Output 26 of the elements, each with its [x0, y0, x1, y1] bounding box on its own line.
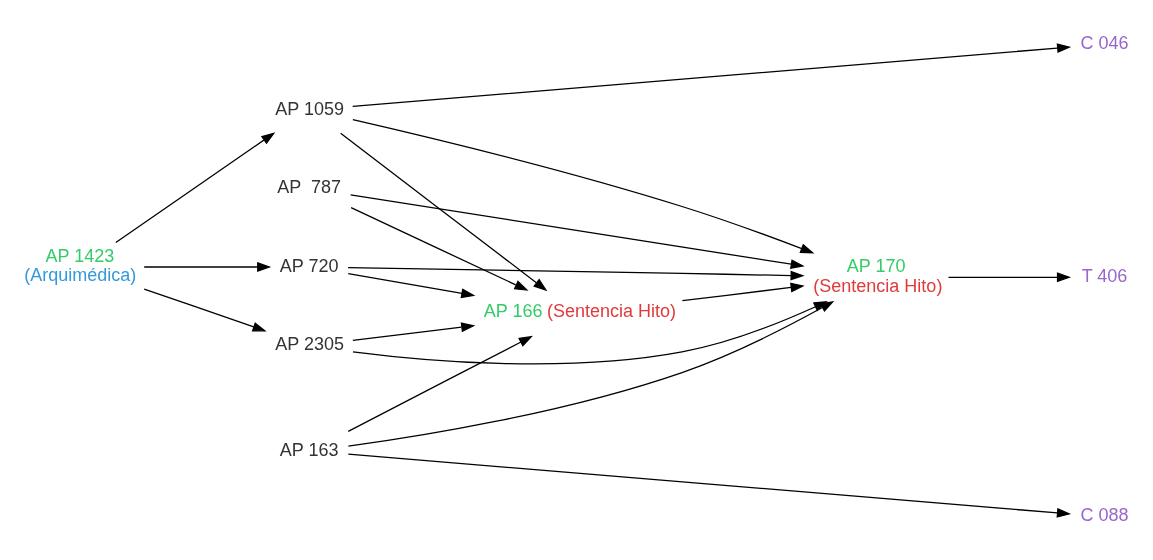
- arrow: [143, 287, 267, 331]
- arrow: [143, 261, 272, 272]
- arrow: [340, 132, 548, 291]
- node-text: AP 163: [279, 439, 339, 460]
- node-text: C 046: [1080, 32, 1129, 53]
- node-text: T 406: [1081, 265, 1128, 286]
- arrow: [347, 272, 476, 298]
- arrow: [352, 321, 476, 341]
- arrow: [347, 335, 533, 432]
- node-text: AP 1423 (Arquimédica): [24, 245, 137, 285]
- arrow: [350, 193, 805, 269]
- arrow: [352, 118, 815, 253]
- node-text: AP 2305: [275, 333, 345, 354]
- node-text: AP 1059: [275, 98, 345, 119]
- arrow: [352, 42, 1072, 107]
- arrow: [350, 206, 529, 291]
- arrow: [347, 453, 1072, 518]
- arrow: [947, 271, 1072, 282]
- node-text: AP 787: [277, 176, 341, 197]
- node-text: AP 720: [279, 255, 339, 276]
- node-text: AP 170 (Sentencia Hito): [813, 255, 943, 296]
- arrow: [681, 282, 805, 301]
- node-text: AP 166 (Sentencia Hito): [483, 300, 676, 321]
- arrow: [347, 266, 805, 280]
- node-text: C 088: [1080, 504, 1129, 525]
- arrow: [115, 131, 276, 243]
